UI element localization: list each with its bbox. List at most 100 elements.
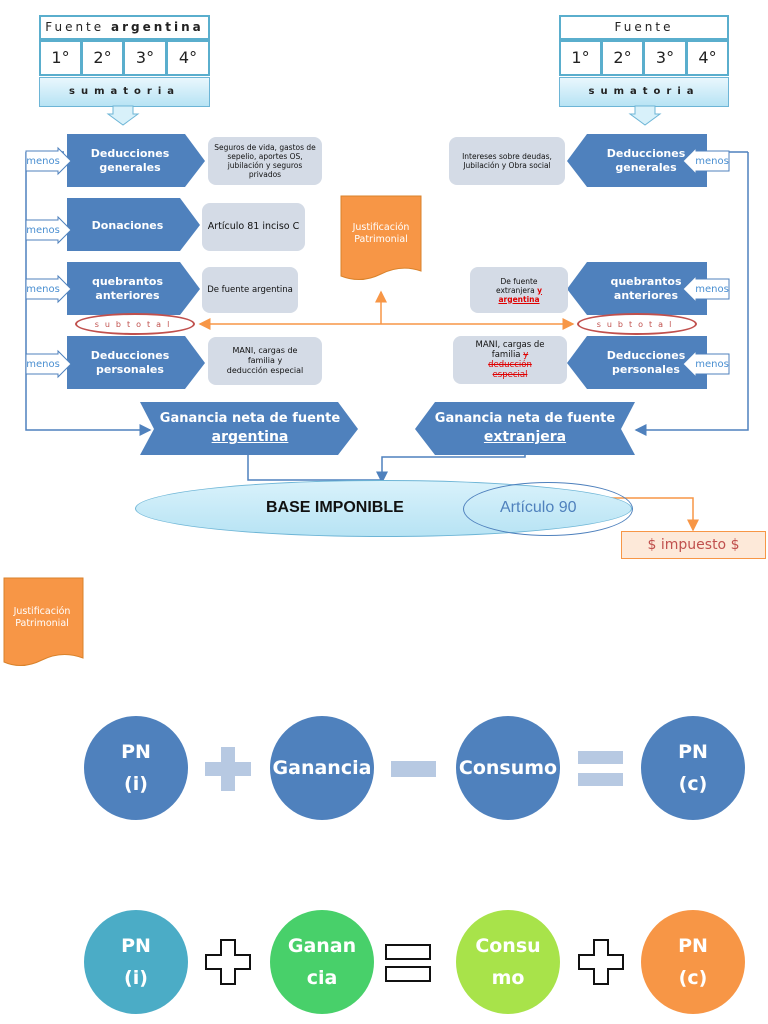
eq1-equals-icon-bottom — [578, 773, 623, 786]
eq1-pn-inicial: PN (i) — [84, 716, 188, 820]
right-table-title: Fuente extranjera — [559, 15, 729, 55]
eq2-pn-inicial-line2: (i) — [124, 967, 148, 989]
left-table-cell-1: 1° — [39, 40, 82, 76]
eq1-pn-cierre-line1: PN — [678, 741, 708, 763]
eq2-plus-icon-2 — [578, 939, 624, 985]
left-note-quebrantos: De fuente argentina — [202, 267, 298, 313]
right-table-cell-3: 3° — [643, 40, 687, 76]
right-menos-label-1: menos — [695, 155, 729, 167]
eq2-pn-cierre-line2: (c) — [678, 967, 708, 989]
eq2-ganancia-line2: cia — [306, 967, 338, 989]
right-sumatoria-down-arrow — [628, 105, 662, 126]
left-table-title: Fuente argentina — [39, 15, 210, 40]
right-menos-arrow-2 — [682, 274, 730, 304]
eq1-equals-icon-top — [578, 751, 623, 764]
right-deducciones-generales: Deducciones generales — [606, 147, 686, 174]
eq1-pn-inicial-line1: PN — [121, 741, 151, 763]
left-deducciones-personales-shape — [67, 336, 205, 389]
justificacion-document-shape-top — [340, 195, 422, 280]
eq2-ganancia: Ganan cia — [270, 910, 374, 1014]
right-note-personales-text: MANI, cargas de familia — [475, 340, 545, 360]
left-note-donaciones: Artículo 81 inciso C — [202, 203, 305, 251]
right-table-cell-4: 4° — [686, 40, 729, 76]
eq2-pn-inicial: PN (i) — [84, 910, 188, 1014]
right-note-quebrantos-red-y: y — [537, 285, 542, 295]
right-sumatoria: sumatoria — [559, 77, 729, 107]
eq1-consumo: Consumo — [456, 716, 560, 820]
eq2-consumo-line1: Consu — [475, 935, 541, 957]
left-deducciones-generales: Deducciones generales — [90, 147, 170, 174]
left-deducciones-personales: Deducciones personales — [90, 349, 170, 376]
right-deducciones-personales-shape — [567, 336, 707, 389]
left-donaciones-shape — [67, 198, 200, 251]
right-ganancia-line1: Ganancia neta de fuente — [434, 411, 616, 426]
right-menos-label-3: menos — [695, 358, 729, 370]
right-note-generales: Intereses sobre deudas, Jubilación y Obr… — [449, 137, 565, 185]
eq1-pn-cierre-line2: (c) — [678, 773, 708, 795]
eq2-pn-cierre: PN (c) — [641, 910, 745, 1014]
right-ganancia-neta: Ganancia neta de fuente extranjera — [425, 404, 625, 452]
left-quebrantos: quebrantos anteriores — [91, 275, 164, 302]
justificacion-document-shape-bottom — [3, 577, 84, 666]
eq2-equals-icon-top — [385, 944, 431, 960]
left-note-personales: MANI, cargas de familia y deducción espe… — [208, 337, 322, 385]
eq2-plus-icon — [205, 939, 251, 985]
right-note-personales-red-y: y — [523, 350, 529, 360]
left-menos-arrow-1 — [25, 146, 72, 176]
articulo-90-label: Artículo 90 — [500, 499, 577, 516]
eq1-pn-inicial-line2: (i) — [124, 773, 148, 795]
left-sumatoria-down-arrow — [106, 105, 140, 126]
eq1-ganancia: Ganancia — [270, 716, 374, 820]
right-deducciones-personales: Deducciones personales — [606, 349, 686, 376]
left-menos-arrow-3 — [25, 274, 72, 304]
right-menos-label-2: menos — [695, 283, 729, 295]
right-note-quebrantos-text: De fuente extranjera — [496, 276, 538, 295]
right-note-personales-red-deduccion: deducción especial — [488, 360, 532, 380]
right-quebrantos-shape — [567, 262, 707, 315]
right-quebrantos: quebrantos anteriores — [610, 275, 682, 302]
left-subtotal: subtotal — [75, 313, 195, 335]
left-menos-label-1: menos — [26, 155, 60, 167]
right-ganancia-shape — [415, 402, 635, 455]
right-deducciones-generales-shape — [567, 134, 707, 187]
left-menos-label-3: menos — [26, 283, 60, 295]
left-deducciones-generales-shape — [67, 134, 205, 187]
eq2-consumo-line2: mo — [491, 967, 525, 989]
left-donaciones: Donaciones — [91, 218, 164, 232]
left-menos-label-4: menos — [26, 358, 60, 370]
right-ganancia-line2: extranjera — [483, 429, 567, 445]
eq1-pn-cierre: PN (c) — [641, 716, 745, 820]
eq2-equals-icon-bottom — [385, 966, 431, 982]
right-note-quebrantos-red-argentina: argentina — [498, 294, 540, 304]
left-table-cell-4: 4° — [166, 40, 210, 76]
left-ganancia-line2: argentina — [211, 429, 289, 445]
base-imponible-label: BASE IMPONIBLE — [266, 499, 404, 516]
left-table-prefix: Fuente — [45, 20, 105, 34]
left-menos-arrow-2 — [25, 215, 72, 245]
eq2-consumo: Consu mo — [456, 910, 560, 1014]
justificacion-label-top: Justificación Patrimonial — [352, 222, 410, 245]
left-ganancia-line1: Ganancia neta de fuente — [159, 411, 341, 426]
left-table-cell-3: 3° — [123, 40, 167, 76]
left-quebrantos-shape — [67, 262, 200, 315]
left-sumatoria: sumatoria — [39, 77, 210, 107]
eq2-ganancia-line1: Ganan — [287, 935, 357, 957]
impuesto-box: $ impuesto $ — [621, 531, 766, 559]
eq1-minus-icon — [391, 761, 436, 777]
eq2-pn-cierre-line1: PN — [678, 935, 708, 957]
justificacion-label-bottom: Justificación Patrimonial — [13, 606, 71, 629]
left-table-title-strong: argentina — [110, 20, 204, 34]
left-ganancia-shape — [140, 402, 358, 455]
right-menos-arrow-3 — [682, 349, 730, 379]
left-ganancia-neta: Ganancia neta de fuente argentina — [150, 404, 350, 452]
left-menos-arrow-4 — [25, 349, 72, 379]
articulo-90-ellipse — [463, 482, 633, 536]
right-table-cell-2: 2° — [601, 40, 644, 76]
right-subtotal: subtotal — [577, 313, 697, 335]
eq1-plus-icon — [205, 747, 251, 791]
left-menos-label-2: menos — [26, 224, 60, 236]
right-table-cell-1: 1° — [559, 40, 602, 76]
eq2-pn-inicial-line1: PN — [121, 935, 151, 957]
right-note-quebrantos: De fuente extranjera y argentina — [470, 267, 568, 313]
right-table-prefix: Fuente — [614, 20, 674, 34]
